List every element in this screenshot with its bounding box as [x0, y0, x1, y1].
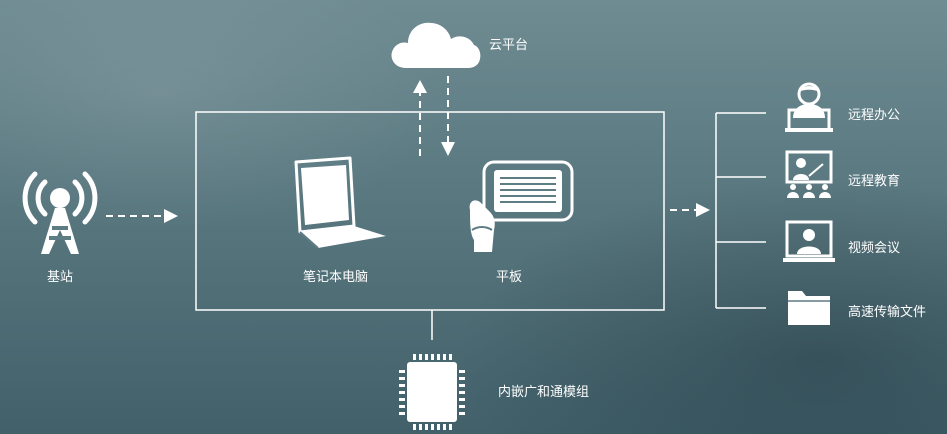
base-station-arrowhead — [164, 209, 178, 223]
chip-module-icon — [399, 354, 465, 430]
uplink-arrowhead — [413, 80, 427, 93]
tablet-label: 平板 — [496, 270, 523, 285]
tablet-icon — [469, 160, 574, 252]
cloud-label: 云平台 — [489, 38, 529, 53]
module-label: 内嵌广和通模组 — [498, 385, 590, 400]
app-label-remote-education: 远程教育 — [848, 174, 901, 189]
base-station-label: 基站 — [47, 270, 74, 285]
folder-icon — [788, 291, 830, 325]
app-label-video-conference: 视频会议 — [848, 241, 901, 256]
laptop-label: 笔记本电脑 — [303, 270, 369, 285]
downlink-arrowhead — [441, 142, 455, 156]
laptop-icon — [294, 156, 386, 249]
output-arrowhead — [696, 203, 710, 217]
remote-education-icon — [785, 150, 833, 198]
device-box — [195, 111, 665, 311]
app-label-file-transfer: 高速传输文件 — [848, 305, 927, 320]
cloud-icon — [391, 22, 481, 68]
video-conference-icon — [783, 220, 835, 262]
base-station-icon — [22, 171, 98, 254]
remote-office-icon — [785, 82, 833, 132]
app-label-remote-office: 远程办公 — [848, 108, 901, 123]
